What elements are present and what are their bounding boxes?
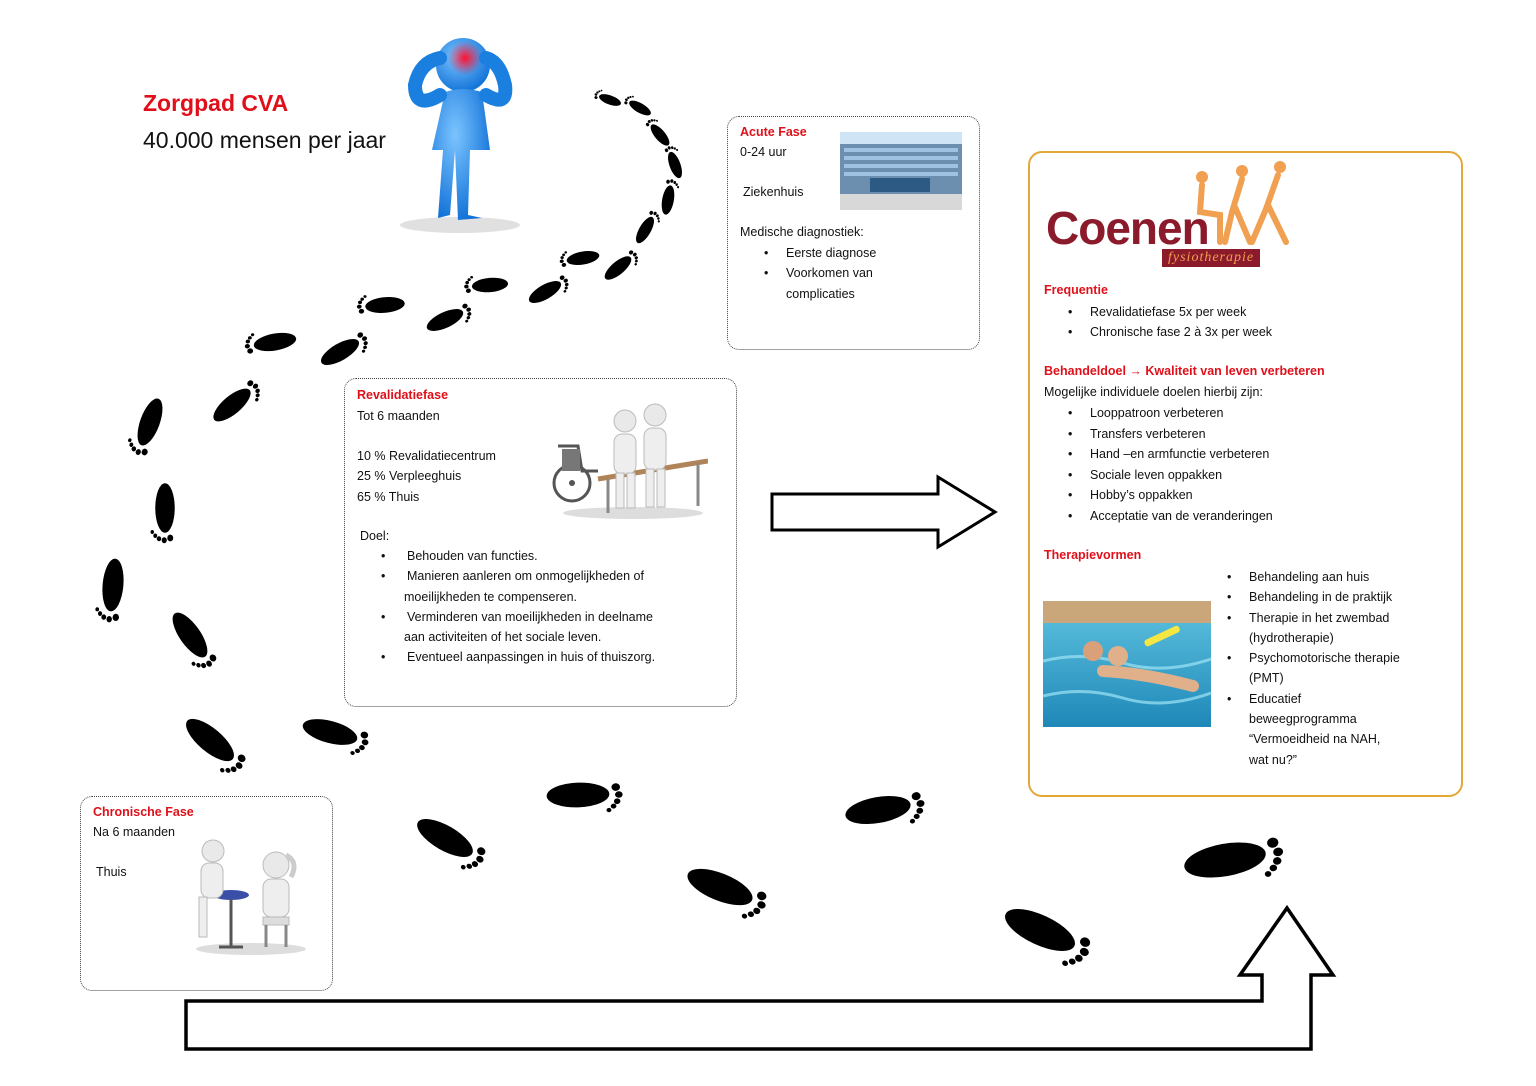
revalidation-goal-list: •Behouden van functies. •Manieren aanler…	[381, 546, 655, 668]
page-subtitle: 40.000 mensen per jaar	[143, 127, 386, 153]
list-item: •Revalidatiefase 5x per week	[1068, 305, 1247, 319]
revalidation-phase-title: Revalidatiefase	[357, 388, 449, 402]
frequency-title: Frequentie	[1044, 283, 1108, 297]
treatment-goal-intro: Mogelijke individuele doelen hierbij zij…	[1044, 385, 1263, 399]
list-item: •Hand –en armfunctie verbeteren	[1068, 447, 1270, 462]
list-item: (PMT)	[1249, 671, 1284, 686]
acute-phase-time: 0-24 uur	[740, 145, 787, 159]
list-item: “Vermoeidheid na NAH,	[1249, 732, 1381, 747]
stat-item: 25 % Verpleeghuis	[357, 469, 462, 484]
acute-phase-box: Acute Fase 0-24 uur Ziekenhuis Medische …	[727, 116, 980, 350]
revalidation-phase-box: Revalidatiefase Tot 6 maanden 10 % Reval…	[344, 378, 737, 707]
list-item: •Educatief	[1227, 691, 1302, 706]
hospital-image	[840, 132, 962, 210]
chronic-phase-title: Chronische Fase	[93, 805, 194, 819]
list-item: •Transfers verbeteren	[1068, 426, 1206, 441]
list-item: •Behouden van functies.	[381, 549, 538, 563]
list-item: moeilijkheden te compenseren.	[404, 589, 578, 604]
list-item: complicaties	[786, 286, 855, 301]
revalidation-stats: 10 % Revalidatiecentrum 25 % Verpleeghui…	[357, 446, 496, 507]
list-item: beweegprogramma	[1249, 712, 1357, 727]
treatment-goal-list: •Looppatroon verbeteren •Transfers verbe…	[1068, 403, 1273, 527]
list-item: wat nu?”	[1249, 752, 1297, 767]
chronic-phase-time: Na 6 maanden	[93, 825, 176, 839]
list-item: •Hobby’s oppakken	[1068, 488, 1193, 503]
treatment-goal-title: Behandeldoel → Kwaliteit van leven verbe…	[1044, 364, 1325, 378]
list-item: •Manieren aanleren om onmogelijkheden of	[381, 569, 644, 584]
list-item: •Eerste diagnose	[764, 246, 877, 260]
list-item: •Sociale leven oppakken	[1068, 467, 1223, 482]
list-item: •Chronische fase 2 à 3x per week	[1068, 325, 1273, 340]
conversation-at-table-illustration	[196, 839, 306, 955]
list-item: •Behandeling aan huis	[1227, 570, 1370, 584]
list-item: •Verminderen van moeilijkheden in deelna…	[381, 609, 653, 624]
logo-subtitle: fysiotherapie	[1162, 249, 1261, 267]
list-item: •Voorkomen van	[764, 266, 873, 281]
rehab-walking-illustration	[552, 403, 708, 519]
logo-figures-icon	[1196, 161, 1289, 245]
chronic-phase-location: Thuis	[96, 865, 127, 879]
list-item: •Looppatroon verbeteren	[1068, 406, 1224, 420]
stat-item: 65 % Thuis	[357, 489, 420, 504]
stat-item: 10 % Revalidatiecentrum	[357, 449, 496, 463]
acute-phase-location: Ziekenhuis	[743, 185, 804, 199]
list-item: •Acceptatie van de veranderingen	[1068, 508, 1273, 523]
therapy-forms-title: Therapievormen	[1044, 548, 1142, 562]
list-item: aan activiteiten of het sociale leven.	[404, 630, 602, 645]
logo-name: Coenen	[1046, 202, 1210, 254]
acute-diagnostics-list: •Eerste diagnose •Voorkomen van complica…	[764, 243, 876, 304]
coenen-fysiotherapie-box: Coenen fysiotherapie Frequentie •Revalid…	[1028, 151, 1463, 797]
acute-phase-title: Acute Fase	[740, 125, 807, 139]
list-item: •Behandeling in de praktijk	[1227, 590, 1393, 605]
frequency-list: •Revalidatiefase 5x per week •Chronische…	[1068, 302, 1272, 343]
arrow-right-icon	[770, 474, 998, 550]
arrow-up-icon	[184, 904, 1337, 1051]
hydrotherapy-pool-photo	[1043, 601, 1211, 727]
therapy-forms-list: •Behandeling aan huis •Behandeling in de…	[1227, 567, 1400, 770]
revalidation-goal-label: Doel:	[360, 529, 390, 543]
list-item: •Therapie in het zwembad	[1227, 610, 1390, 625]
acute-diagnostics-label: Medische diagnostiek:	[740, 225, 864, 239]
list-item: (hydrotherapie)	[1249, 630, 1334, 645]
page-title: Zorgpad CVA	[143, 90, 289, 116]
list-item: •Psychomotorische therapie	[1227, 651, 1400, 666]
chronic-phase-box: Chronische Fase Na 6 maanden Thuis	[80, 796, 333, 991]
list-item: •Eventueel aanpassingen in huis of thuis…	[381, 650, 656, 665]
revalidation-phase-time: Tot 6 maanden	[357, 409, 440, 423]
